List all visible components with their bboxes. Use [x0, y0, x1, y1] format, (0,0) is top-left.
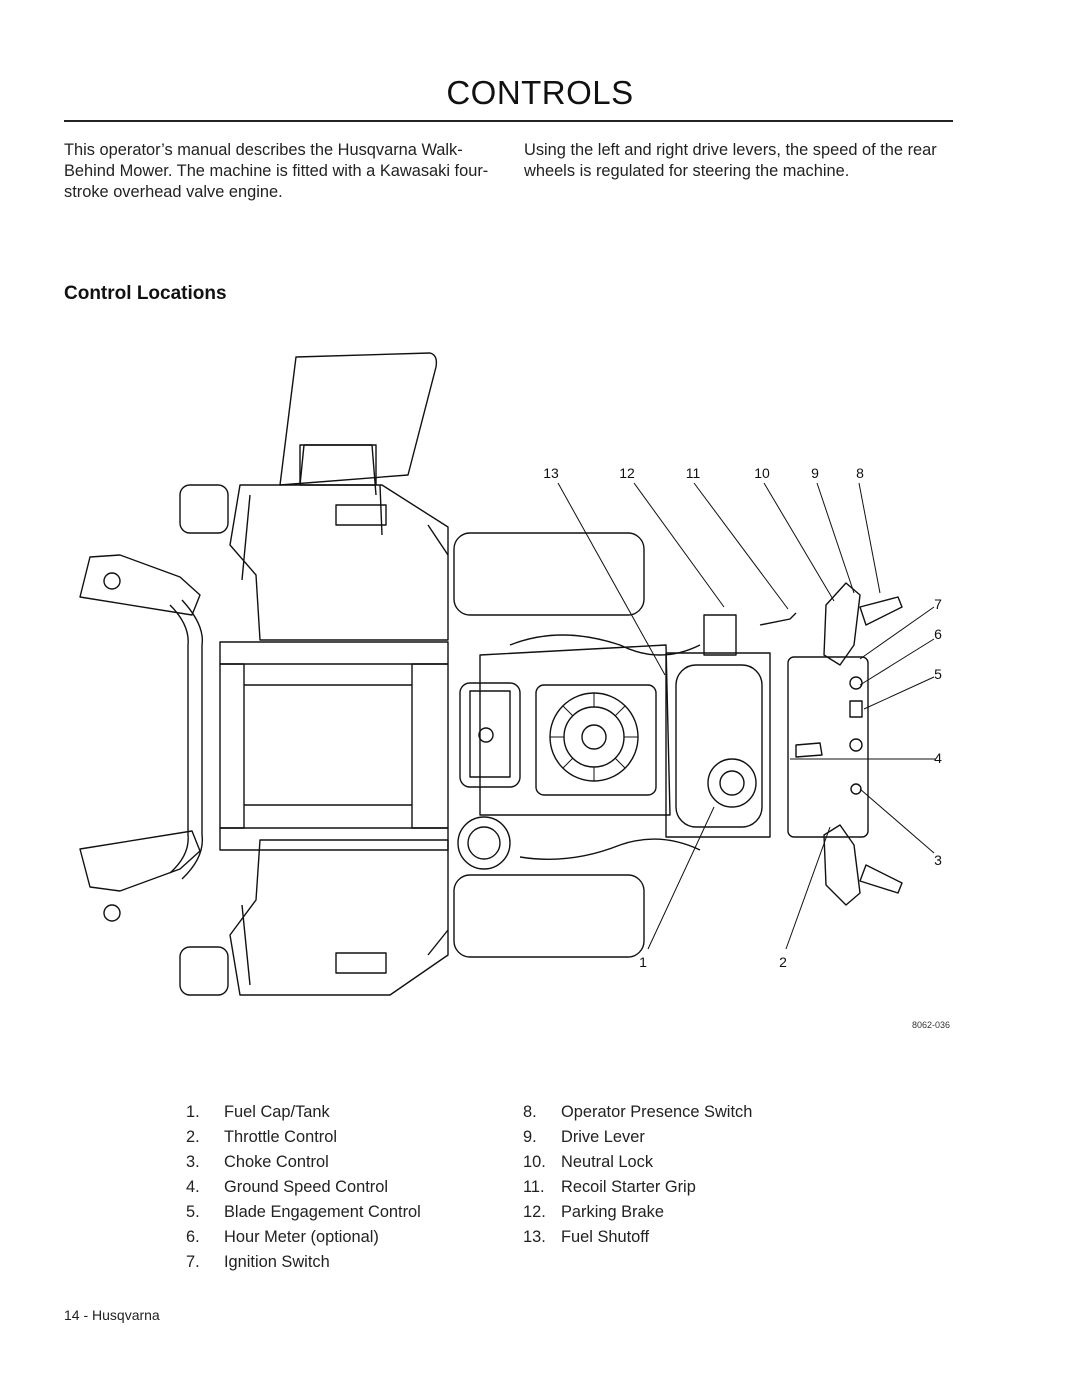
title-rule	[64, 120, 953, 122]
callout-5: 5	[934, 666, 942, 682]
page-footer: 14 - Husqvarna	[64, 1307, 160, 1323]
handle-frame	[79, 554, 201, 616]
drive-lever-lower	[823, 824, 861, 906]
callout-7: 7	[934, 596, 942, 612]
legend-item: 6.Hour Meter (optional)	[186, 1228, 379, 1246]
callout-10: 10	[754, 465, 770, 481]
discharge-chute	[279, 352, 438, 486]
engine	[479, 644, 671, 816]
callout-4: 4	[934, 750, 942, 766]
fuel-cap	[707, 758, 757, 808]
legend-item: 10.Neutral Lock	[523, 1153, 654, 1171]
legend-item: 9.Drive Lever	[523, 1128, 645, 1146]
mower-controls-diagram: 13 12 11 10 9 8 7 6 5 4 3 2 1	[79, 352, 942, 996]
callout-12: 12	[619, 465, 635, 481]
legend-item: 7.Ignition Switch	[186, 1253, 330, 1271]
legend-item: 1.Fuel Cap/Tank	[186, 1103, 330, 1121]
page-title: CONTROLS	[446, 74, 634, 111]
intro-left-paragraph: This operator’s manual describes the Hus…	[64, 141, 489, 201]
legend-item: 11.Recoil Starter Grip	[523, 1178, 696, 1196]
callout-6: 6	[934, 626, 942, 642]
section-heading: Control Locations	[64, 283, 227, 304]
fuel-tank	[453, 532, 645, 616]
legend-item: 2.Throttle Control	[186, 1128, 337, 1146]
callout-13: 13	[543, 465, 559, 481]
callout-3: 3	[934, 852, 942, 868]
legend-item: 5.Blade Engagement Control	[186, 1203, 421, 1221]
legend-left: 1.Fuel Cap/Tank 2.Throttle Control 3.Cho…	[186, 1100, 421, 1275]
callout-2: 2	[779, 954, 787, 970]
legend-right: 8.Operator Presence Switch 9.Drive Lever…	[523, 1100, 752, 1250]
intro-right-paragraph: Using the left and right drive levers, t…	[524, 141, 937, 180]
legend-item: 4.Ground Speed Control	[186, 1178, 389, 1196]
figure-code: 8062-036	[911, 1020, 950, 1030]
drive-lever-upper	[823, 582, 861, 666]
legend-item: 3.Choke Control	[186, 1153, 329, 1171]
callout-1: 1	[639, 954, 647, 970]
mower-deck	[229, 484, 449, 641]
blade-engagement-control	[849, 700, 863, 718]
callout-8: 8	[856, 465, 864, 481]
callout-11: 11	[686, 465, 701, 481]
control-console	[787, 656, 869, 838]
legend-item: 13.Fuel Shutoff	[523, 1228, 650, 1246]
legend-item: 12.Parking Brake	[523, 1203, 664, 1221]
ignition-switch	[849, 676, 863, 690]
legend-item: 8.Operator Presence Switch	[523, 1103, 753, 1121]
callout-9: 9	[811, 465, 819, 481]
